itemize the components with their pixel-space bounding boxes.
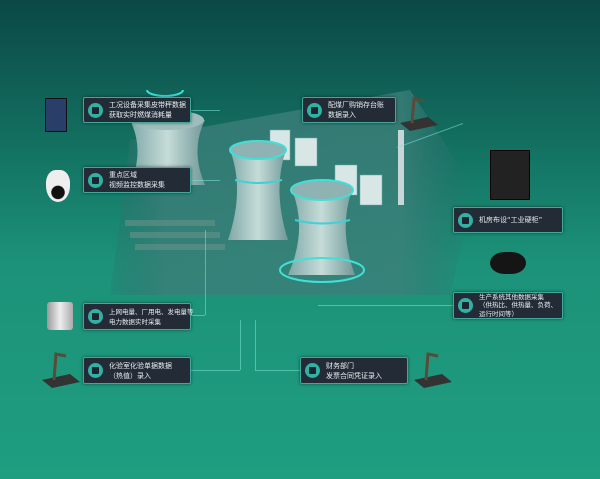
connector-line	[190, 180, 220, 181]
callout-text: 获取实时燃煤消耗量	[109, 111, 172, 119]
callout-text: 财务部门	[326, 361, 354, 370]
callout-power: 上网电量、厂用电、发电量等电力数据实时采集	[83, 303, 194, 330]
collector-icon	[458, 298, 473, 313]
callout-text: 工况设备采集皮带秤数据	[109, 101, 186, 109]
scanner-icon	[305, 363, 320, 378]
scanner-icon	[88, 363, 103, 378]
callout-text: 电力数据实时采集	[109, 317, 161, 326]
camera-device	[46, 170, 70, 202]
callout-text: 运行时间等）	[479, 309, 518, 318]
callout-text: 上网电量、厂用电、发电量等	[109, 307, 194, 316]
callout-lab: 化验室化验单据数据（热值）录入	[83, 357, 191, 384]
connector-line	[205, 230, 206, 315]
callout-text: 发票合同凭证录入	[326, 371, 382, 380]
callout-text: （供热比、供热量、负荷、	[479, 301, 557, 310]
callout-text: 视频监控数据采集	[109, 181, 165, 189]
callout-text: 数据录入	[328, 111, 356, 119]
callout-cabinet: 机房布设“工业硬柜”	[453, 207, 563, 233]
callout-video: 重点区域视频监控数据采集	[83, 167, 191, 193]
connector-line	[190, 110, 220, 111]
callout-text: 生产系统其他数据采集	[479, 292, 544, 301]
callout-text: 配煤厂购销存台账	[328, 101, 384, 109]
document-scanner-device	[414, 352, 452, 388]
connector-line	[190, 315, 205, 316]
connector-line	[255, 320, 256, 370]
belt-scale-icon	[88, 102, 103, 118]
connector-line	[255, 370, 300, 371]
callout-production: 生产系统其他数据采集（供热比、供热量、负荷、运行时间等）	[453, 292, 563, 319]
callout-belt-scale: 工况设备采集皮带秤数据获取实时燃煤消耗量	[83, 97, 191, 123]
callout-finance: 财务部门发票合同凭证录入	[300, 357, 408, 384]
callout-text: 机房布设“工业硬柜”	[479, 216, 543, 224]
document-scanner-device	[400, 97, 438, 131]
callout-text: （热值）录入	[109, 371, 151, 380]
industrial-cabinet-device	[490, 150, 530, 200]
connector-line	[318, 305, 453, 306]
callout-text: 化验室化验单据数据	[109, 361, 172, 370]
power-meter-device	[47, 302, 73, 330]
scanner-icon	[307, 102, 322, 118]
connector-line	[240, 320, 241, 370]
callout-text: 重点区域	[109, 171, 137, 179]
document-scanner-device	[42, 352, 80, 388]
collector-box-device	[490, 252, 526, 274]
cabinet-icon	[458, 212, 473, 228]
camera-icon	[88, 172, 103, 188]
connector-line	[190, 370, 240, 371]
meter-icon	[88, 309, 103, 324]
data-collector-device	[45, 98, 67, 132]
callout-coal-ledger: 配煤厂购销存台账数据录入	[302, 97, 396, 123]
